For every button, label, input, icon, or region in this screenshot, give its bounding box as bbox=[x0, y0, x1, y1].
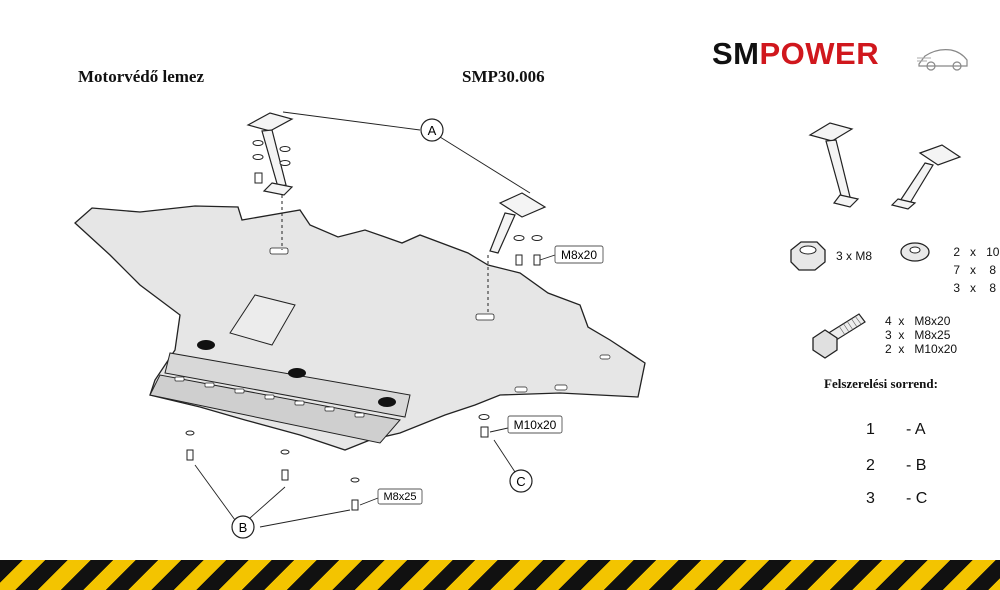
installation-step-number: 1 bbox=[866, 421, 875, 438]
callout-a: A bbox=[420, 118, 444, 142]
hazard-stripe-footer bbox=[0, 560, 1000, 590]
fastener-stack-a-left bbox=[252, 140, 291, 184]
nut-icon bbox=[790, 241, 826, 271]
installation-step-part: - A bbox=[906, 421, 926, 438]
kit-bolt-row: 4 x M8x20 bbox=[885, 314, 951, 328]
logo-power-text: POWER bbox=[759, 36, 880, 71]
installation-step-row: 2 - B bbox=[866, 457, 926, 475]
callout-b: B bbox=[231, 515, 255, 539]
bolt-label-m10x20-text: M10x20 bbox=[514, 418, 557, 432]
callout-c: C bbox=[509, 469, 533, 493]
bolt-label-m8x20: M8x20 bbox=[554, 245, 604, 264]
installation-step-part: - C bbox=[906, 490, 928, 507]
washer-size: 8 bbox=[989, 263, 997, 277]
product-code: SMP30.006 bbox=[462, 67, 545, 86]
logo-sm-text: SM bbox=[712, 36, 760, 71]
washer-x: x bbox=[970, 263, 977, 277]
car-silhouette-icon bbox=[917, 49, 968, 71]
installation-step-row: 3 - C bbox=[866, 490, 927, 508]
washer-count: 3 bbox=[953, 281, 961, 295]
callout-c-label: C bbox=[516, 474, 525, 489]
brackets-illustration bbox=[808, 122, 962, 210]
callout-a-label: A bbox=[428, 123, 437, 138]
washer-count: 7 bbox=[953, 263, 961, 277]
fastener-stack-a-right bbox=[513, 235, 543, 266]
fastener-stack-c bbox=[478, 414, 490, 438]
washer-x: x bbox=[970, 281, 977, 295]
bolt-label-m8x25-text: M8x25 bbox=[383, 491, 416, 503]
kit-nuts: 3 x M8 bbox=[836, 249, 873, 263]
installation-step-number: 2 bbox=[866, 457, 875, 474]
smpower-logo: SMPOWER bbox=[712, 36, 968, 76]
kit-washers: 2 x 10 7 x 8 3 x 8 bbox=[940, 231, 999, 295]
bolt-label-m10x20: M10x20 bbox=[507, 415, 563, 434]
product-name: Motorvédő lemez bbox=[78, 67, 205, 86]
callout-b-label: B bbox=[239, 520, 248, 535]
skid-plate bbox=[74, 205, 646, 451]
fastener-stack-b bbox=[185, 430, 360, 511]
installation-step-part: - B bbox=[906, 457, 927, 474]
skid-plate-diagram: A B C M8x20 M10x20 M8x25 bbox=[74, 111, 646, 539]
bolt-label-m8x20-text: M8x20 bbox=[561, 248, 597, 262]
washer-icon bbox=[900, 242, 930, 262]
washer-size: 10 bbox=[986, 245, 1000, 259]
bracket-a-left bbox=[246, 112, 294, 196]
installation-title: Felszerelési sorrend: bbox=[824, 376, 938, 391]
washer-size: 8 bbox=[989, 281, 997, 295]
kit-bolt-row: 3 x M8x25 bbox=[885, 328, 951, 342]
kit-bolts: 4 x M8x20 3 x M8x25 2 x M10x20 bbox=[885, 314, 980, 364]
kit-bolt-row: 2 x M10x20 bbox=[885, 342, 958, 356]
washer-count: 2 bbox=[953, 245, 961, 259]
bracket-a-right bbox=[489, 192, 547, 254]
washer-x: x bbox=[970, 245, 977, 259]
bolt-icon bbox=[812, 313, 866, 359]
installation-step-number: 3 bbox=[866, 490, 875, 507]
installation-step-row: 1 - A bbox=[866, 421, 926, 439]
bolt-label-m8x25: M8x25 bbox=[377, 488, 423, 505]
